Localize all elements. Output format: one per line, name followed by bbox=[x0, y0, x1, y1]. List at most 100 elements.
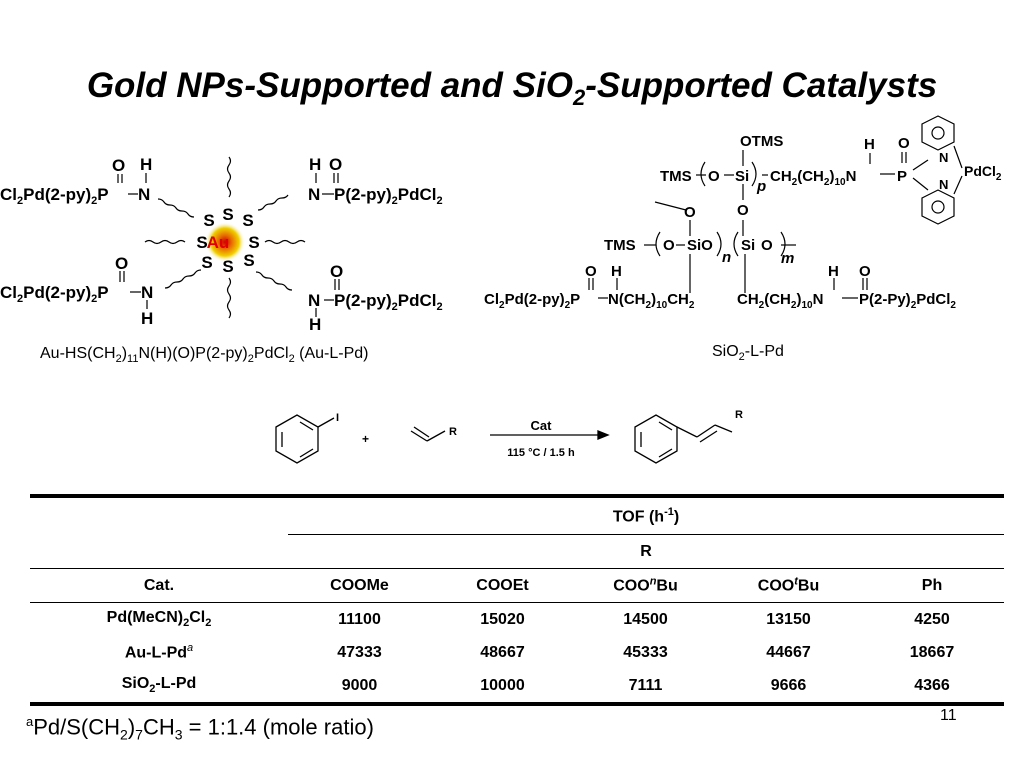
row-catalyst: SiO2-L-Pd bbox=[30, 669, 288, 706]
oxygen-atom: O bbox=[761, 237, 773, 254]
gold-core-glow bbox=[205, 222, 245, 262]
table-cell: 9000 bbox=[288, 669, 431, 706]
table-row: SiO2-L-Pd 9000 10000 7111 9666 4366 bbox=[30, 669, 1004, 706]
column-header-cat: Cat. bbox=[30, 568, 288, 603]
silicon-atom: Si bbox=[735, 168, 749, 185]
hydrogen-atom: H bbox=[140, 155, 152, 174]
chain-bottom bbox=[226, 277, 232, 319]
repeat-index-n: n bbox=[722, 249, 731, 266]
oxygen-atom: O bbox=[708, 168, 720, 185]
table-cell: 18667 bbox=[909, 643, 955, 661]
hydrogen-atom: H bbox=[309, 315, 321, 334]
footnote: aPd/S(CH2)7CH3 = 1:1.4 (mole ratio) bbox=[26, 714, 374, 743]
palladium-chloride: PdCl2 bbox=[964, 163, 1002, 183]
pyridyl-nitrogen: N bbox=[939, 150, 948, 165]
phosphorus-atom: P bbox=[897, 168, 907, 185]
table-cell: 44667 bbox=[766, 643, 811, 661]
hydrogen-atom: H bbox=[141, 309, 153, 328]
table-cell: 48667 bbox=[480, 643, 525, 661]
title-text: Gold NPs-Supported and SiO bbox=[86, 66, 573, 105]
sulfur-atom: S bbox=[222, 205, 233, 224]
au-nanoparticle-structure bbox=[117, 156, 340, 319]
tms-group: TMS bbox=[604, 237, 636, 254]
gold-core-label: Au bbox=[207, 233, 230, 252]
tms-group: TMS bbox=[660, 168, 692, 185]
ligand-lower-left: Cl2Pd(2-py)2P bbox=[0, 283, 109, 305]
oxygen-atom: O bbox=[329, 155, 342, 174]
oxygen-atom: O bbox=[663, 237, 675, 254]
hydrogen-atom: H bbox=[864, 136, 875, 153]
table-header-row: R bbox=[30, 534, 1004, 569]
table-cell: 47333 bbox=[337, 643, 382, 661]
sio2-catalyst-caption: SiO2-L-Pd bbox=[712, 343, 784, 364]
pyridyl-nitrogen: N bbox=[939, 177, 948, 192]
table-cell: 45333 bbox=[623, 643, 668, 661]
hydrogen-atom: H bbox=[309, 155, 321, 174]
repeat-index-m: m bbox=[781, 250, 794, 267]
oxygen-atom: O bbox=[115, 254, 128, 273]
oxygen-atom: O bbox=[737, 202, 749, 219]
left-alkyl-chain: N(CH2)10CH2 bbox=[608, 291, 695, 311]
r-header: R bbox=[288, 534, 1004, 569]
page-number: 11 bbox=[940, 707, 957, 724]
title-text-rest: -Supported Catalysts bbox=[585, 66, 938, 105]
chemical-structures: Au S S S S S S S S Cl2Pd(2-py)2P N H O N… bbox=[0, 115, 1002, 464]
r-group-label: R bbox=[449, 426, 457, 438]
silica-structure-bonds bbox=[588, 115, 963, 299]
row-catalyst: Au-L-Pda bbox=[124, 642, 194, 662]
sulfur-atom: S bbox=[201, 253, 212, 272]
table-cell: 11100 bbox=[338, 610, 381, 628]
iodobenzene-ring bbox=[275, 414, 319, 464]
column-header: COOtBu bbox=[717, 568, 860, 603]
table-cell: 4366 bbox=[860, 669, 1004, 706]
nitrogen-atom: N bbox=[138, 185, 150, 204]
sulfur-atom: S bbox=[243, 251, 254, 270]
hydrogen-atom: H bbox=[611, 263, 622, 280]
oxygen-atom: O bbox=[859, 263, 871, 280]
chain-upper-right bbox=[257, 194, 289, 211]
au-catalyst-caption: Au-HS(CH2)11N(H)(O)P(2-py)2PdCl2 (Au-L-P… bbox=[40, 345, 369, 366]
chain-lower-left bbox=[164, 269, 202, 289]
table-cell: 7111 bbox=[574, 669, 717, 706]
reaction-conditions: 115 °C / 1.5 h bbox=[507, 447, 575, 459]
oxygen-atom: O bbox=[330, 262, 343, 281]
heck-reaction-scheme bbox=[275, 414, 733, 464]
row-catalyst: Pd(MeCN)2Cl2 bbox=[106, 609, 212, 630]
plus-sign: + bbox=[362, 432, 369, 446]
column-header: Ph bbox=[860, 568, 1004, 603]
nitrogen-atom: N bbox=[308, 291, 320, 310]
table-cell: 9666 bbox=[717, 669, 860, 706]
sulfur-atom: S bbox=[222, 257, 233, 276]
column-header: COOEt bbox=[431, 568, 574, 603]
sulfur-atom: S bbox=[203, 211, 214, 230]
tof-header: TOF (h-1) bbox=[288, 494, 1004, 535]
oxygen-atom: O bbox=[585, 263, 597, 280]
alkyl-chain-top: CH2(CH2)10N bbox=[770, 168, 856, 188]
title-subscript: 2 bbox=[572, 85, 586, 110]
right-pd-ligand: P(2-Py)2PdCl2 bbox=[859, 291, 956, 311]
chain-left bbox=[144, 239, 186, 245]
sulfur-atom: S bbox=[248, 233, 259, 252]
table-cell: 13150 bbox=[766, 610, 811, 628]
silicon-atom: Si bbox=[741, 237, 755, 254]
oxygen-atom: O bbox=[112, 156, 125, 175]
table-row: Au-L-Pda 47333 48667 45333 44667 18667 bbox=[30, 636, 1004, 669]
nitrogen-atom: N bbox=[308, 185, 320, 204]
table-cell: 14500 bbox=[623, 610, 668, 628]
table-column-header-row: Cat. COOMe COOEt COOnBu COOtBu Ph bbox=[30, 568, 1004, 603]
table-cell: 15020 bbox=[480, 610, 525, 628]
catalyst-label: Cat bbox=[531, 418, 553, 433]
table-cell: 10000 bbox=[431, 669, 574, 706]
r-group-label: R bbox=[735, 409, 743, 421]
sulfur-atom: S bbox=[196, 233, 207, 252]
alkene bbox=[410, 430, 428, 442]
tof-table: TOF (h-1) R Cat. COOMe COOEt COOnBu COOt… bbox=[30, 494, 1004, 706]
ligand-upper-right: P(2-py)2PdCl2 bbox=[334, 185, 443, 207]
oxygen-atom: O bbox=[684, 204, 696, 221]
column-header: COOMe bbox=[288, 568, 431, 603]
otms-group: OTMS bbox=[740, 133, 783, 150]
sulfur-atom: S bbox=[242, 211, 253, 230]
chain-top bbox=[226, 156, 232, 198]
column-header: COOnBu bbox=[574, 568, 717, 603]
hydrogen-atom: H bbox=[828, 263, 839, 280]
